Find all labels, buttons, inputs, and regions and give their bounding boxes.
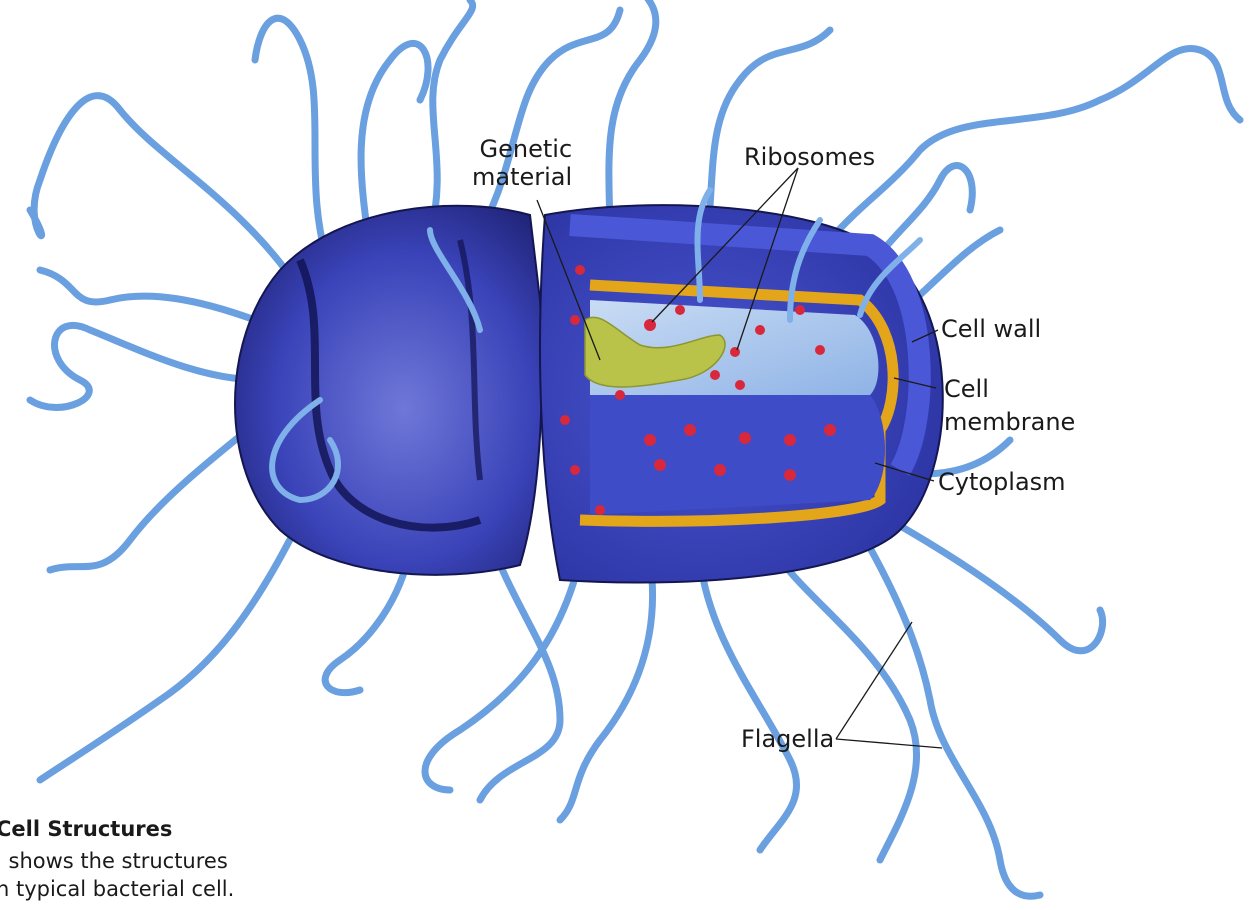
leader-flagella-1 xyxy=(836,622,912,739)
ribosome xyxy=(644,319,656,331)
caption-line-1: l shows the structures xyxy=(0,848,228,874)
label-membrane-line-1: Cell xyxy=(944,375,1075,403)
label-flagella: Flagella xyxy=(741,725,834,753)
ribosome xyxy=(644,434,656,446)
ribosome xyxy=(815,345,825,355)
flagellum xyxy=(40,520,300,780)
label-cytoplasm: Cytoplasm xyxy=(938,468,1066,496)
ribosome xyxy=(784,434,796,446)
caption-title: Cell Structures xyxy=(0,817,172,841)
ribosome xyxy=(730,347,740,357)
ribosome xyxy=(570,465,580,475)
ribosome xyxy=(739,432,751,444)
flagellum xyxy=(700,560,797,850)
flagellum xyxy=(425,560,580,790)
ribosome xyxy=(710,370,720,380)
label-genetic-line-1: Genetic xyxy=(472,135,572,163)
label-genetic-line-2: material xyxy=(472,163,572,191)
ribosome xyxy=(824,424,836,436)
flagellum xyxy=(430,0,473,235)
ribosome xyxy=(615,390,625,400)
ribosome xyxy=(570,315,580,325)
ribosome xyxy=(595,505,605,515)
flagellum xyxy=(30,96,300,290)
ribosome xyxy=(755,325,765,335)
flagellum xyxy=(40,270,255,320)
ribosome xyxy=(575,265,585,275)
flagellum xyxy=(30,325,260,407)
ribosome xyxy=(654,459,666,471)
label-membrane-line-2: membrane xyxy=(944,408,1075,436)
ribosome xyxy=(735,380,745,390)
ribosome xyxy=(560,415,570,425)
ribosome xyxy=(714,464,726,476)
flagellum xyxy=(255,18,330,270)
cytoplasm-lower xyxy=(590,395,885,515)
ribosome xyxy=(795,305,805,315)
label-cell-membrane: Cell membrane xyxy=(944,375,1075,436)
label-cell-wall: Cell wall xyxy=(941,315,1041,343)
flagellum xyxy=(480,540,560,800)
flagellum xyxy=(560,560,653,820)
flagellum xyxy=(890,520,1103,651)
label-ribosomes: Ribosomes xyxy=(744,143,875,171)
label-genetic-material: Genetic material xyxy=(472,135,572,191)
ribosome xyxy=(784,469,796,481)
flagellum xyxy=(50,420,260,570)
ribosome xyxy=(675,305,685,315)
flagellum xyxy=(609,0,656,240)
caption-line-2: n typical bacterial cell. xyxy=(0,876,234,902)
leader-flagella-2 xyxy=(836,739,942,748)
ribosome xyxy=(684,424,696,436)
